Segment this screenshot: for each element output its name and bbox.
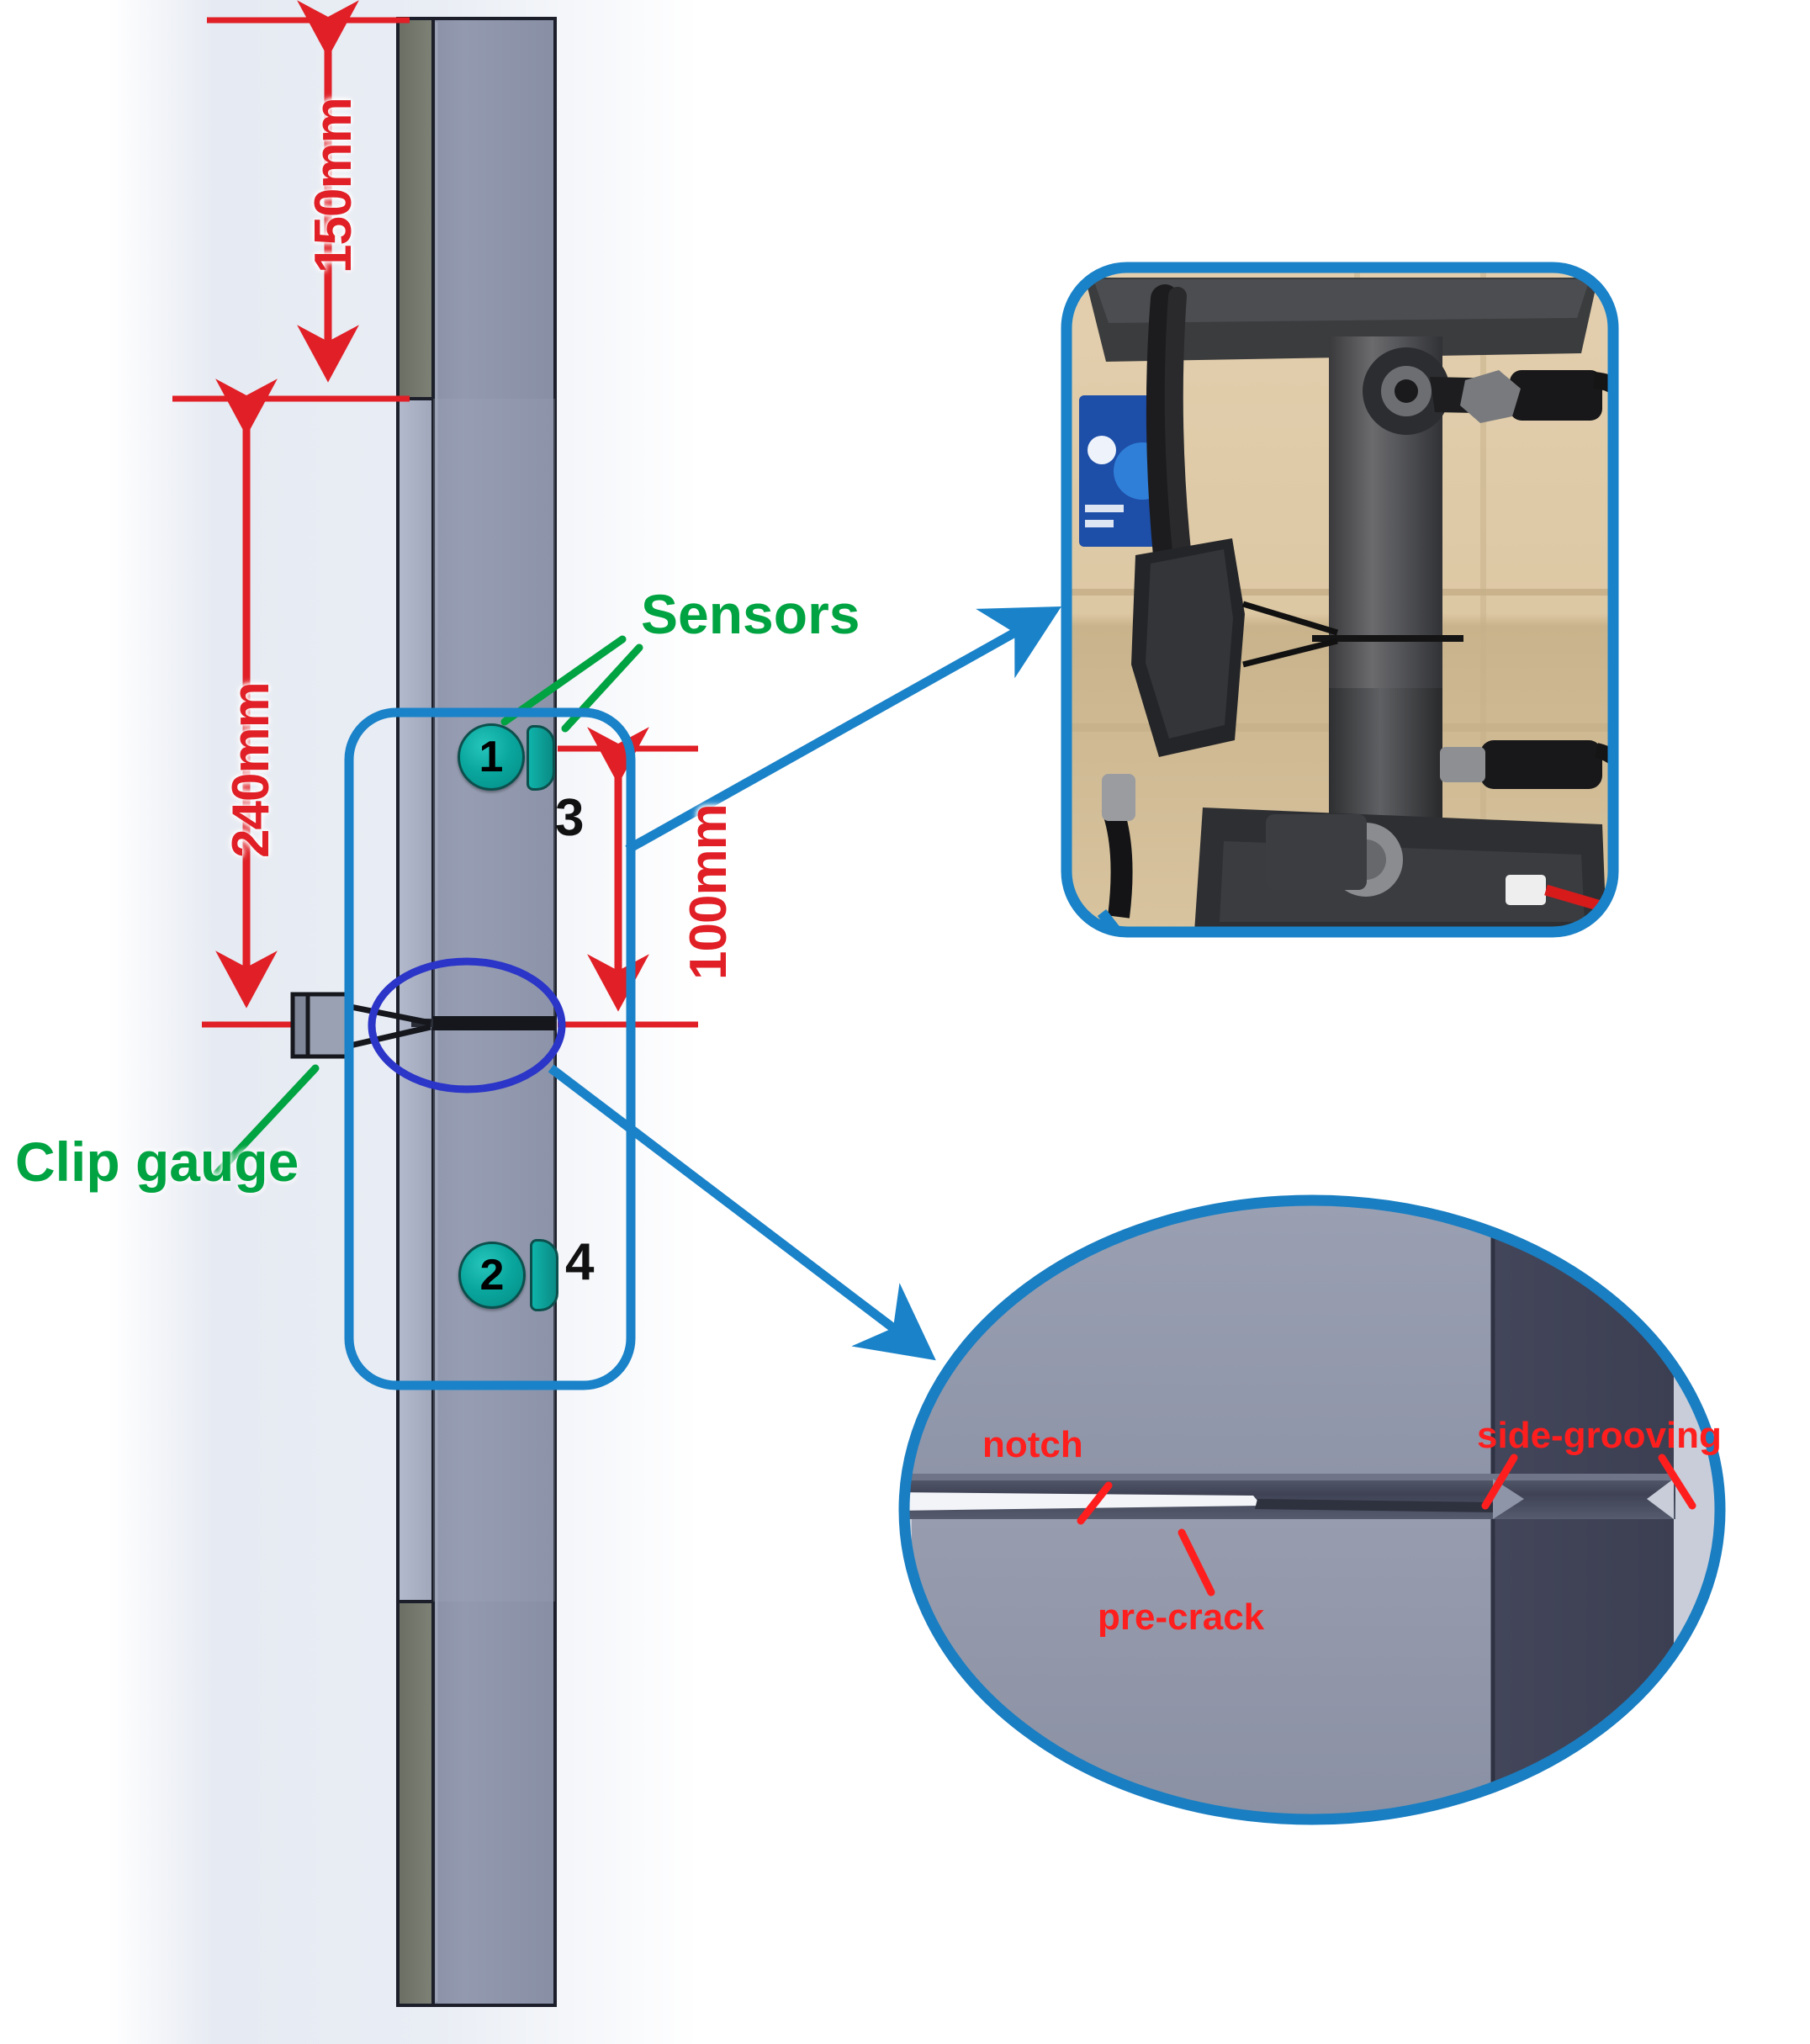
detail-ellipse-border — [898, 1194, 1726, 1825]
connector-arrow-to-detail — [548, 1064, 936, 1361]
specimen-bar — [396, 17, 557, 2007]
detail-label-pre-crack: pre-crack — [1098, 1597, 1265, 1638]
connector-arrow-to-photo — [625, 606, 1061, 854]
sensors-label: Sensors — [641, 583, 860, 645]
photo-inset — [1066, 267, 1613, 932]
sensor-side-glyph-2 — [530, 1239, 558, 1311]
dimension-label-150mm: 150mm — [304, 98, 363, 273]
sensor-marker-2: 2 — [458, 1242, 526, 1309]
pointer-side-grooving-left — [1481, 1454, 1518, 1510]
pointer-notch — [1077, 1481, 1113, 1525]
crack-detail-ellipse — [898, 1194, 1726, 1825]
sensor-marker-1: 1 — [458, 723, 525, 791]
sensor-side-glyph-1 — [527, 725, 555, 791]
pointer-pre-crack — [1178, 1528, 1215, 1597]
pointer-side-grooving-right — [1658, 1454, 1696, 1510]
clip-gauge-label: Clip gauge — [15, 1131, 299, 1193]
crack-region-callout-ellipse — [368, 957, 566, 1093]
photo-inset-border — [1061, 262, 1619, 938]
detail-label-notch: notch — [982, 1424, 1083, 1465]
dimension-lines — [172, 0, 698, 1028]
sensor-region-callout-box — [344, 707, 636, 1390]
detail-label-side-grooving: side-grooving — [1477, 1415, 1722, 1456]
sensor-side-label-3: 3 — [555, 789, 585, 847]
dimension-label-240mm: 240mm — [222, 682, 280, 858]
dimension-label-100mm: 100mm — [680, 804, 738, 980]
sensor-side-label-4: 4 — [565, 1233, 595, 1291]
leader-clip-gauge — [213, 1064, 320, 1178]
